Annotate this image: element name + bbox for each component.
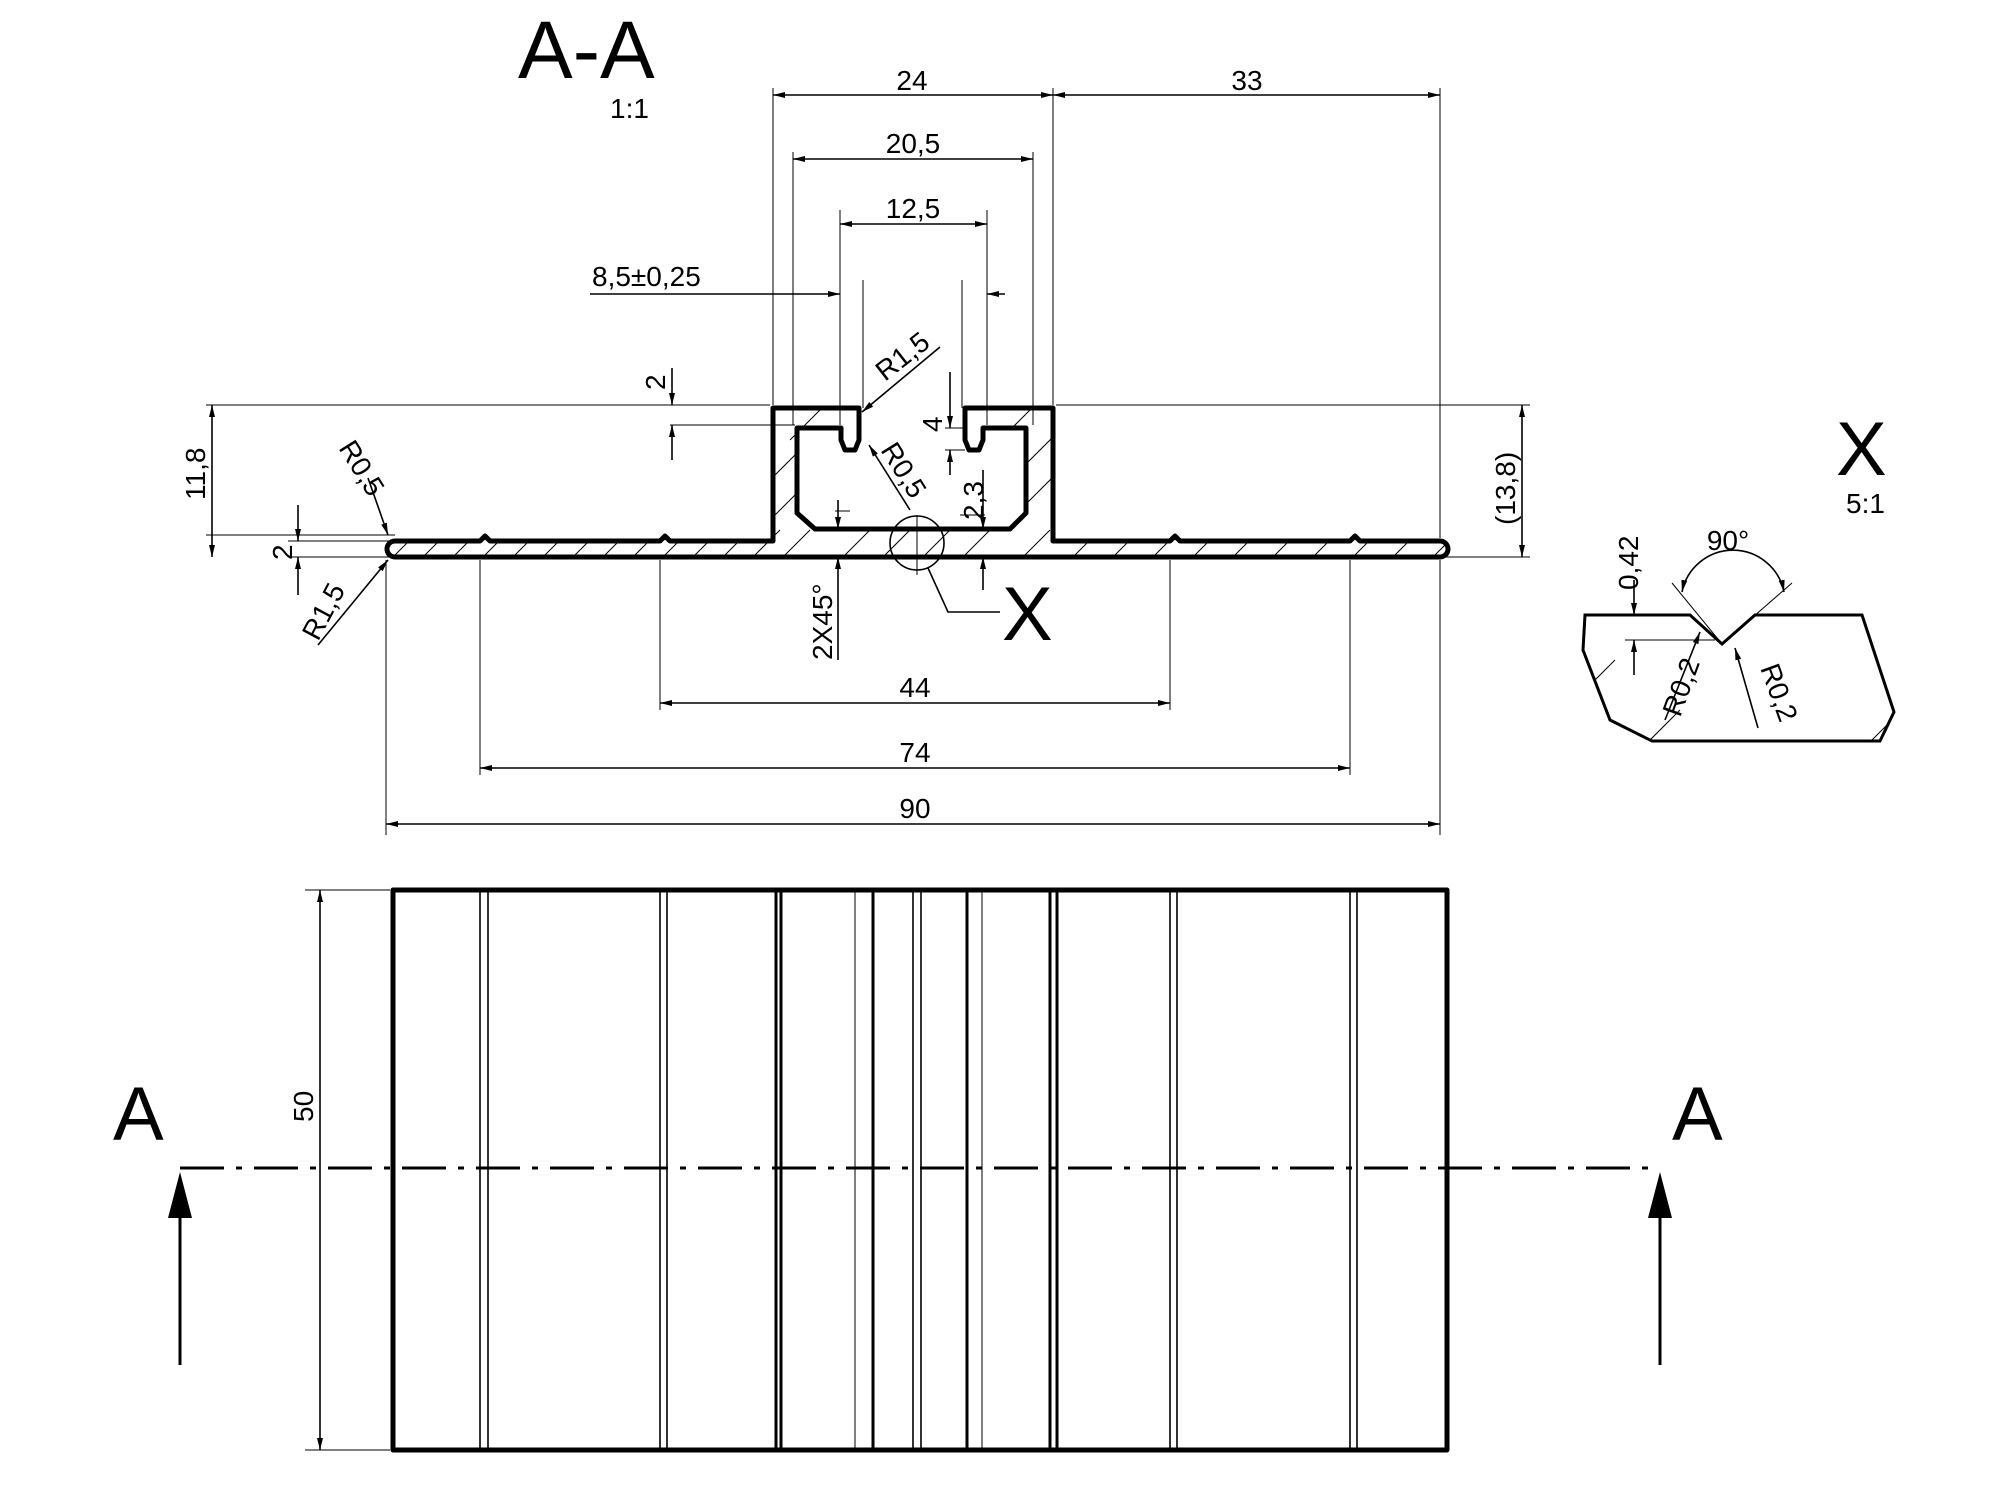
dim-44: 44 (899, 672, 930, 703)
dim-24: 24 (896, 65, 927, 96)
dim-50: 50 (288, 1091, 319, 1122)
detail-hatching (1583, 659, 1894, 741)
detail-radius-right: R0,2 (1754, 659, 1803, 725)
dim-11-8: 11,8 (180, 448, 211, 500)
detail-profile (1581, 613, 1896, 743)
detail-scale: 5:1 (1846, 488, 1885, 519)
dim-2-3: 2,3 (958, 481, 989, 520)
detail-title: X (1836, 407, 1887, 492)
section-profile (384, 405, 1451, 560)
plan-view: 50 A A (113, 887, 1723, 1453)
detail-leader (927, 567, 1000, 613)
dim-thickness-2: 2 (267, 544, 298, 560)
dim-90: 90 (899, 793, 930, 824)
detail-radius-left: R0,2 (1657, 654, 1706, 720)
detail-angle-arc (1681, 549, 1785, 593)
section-label-left: A (113, 1072, 164, 1157)
section-scale: 1:1 (610, 93, 649, 124)
detail-view: X 5:1 90° 0,42 R0,2 R0,2 (1581, 407, 1896, 743)
plan-groove-lines (479, 890, 1358, 1450)
section-arrow-right (1648, 1172, 1672, 1365)
dim-chamfer: 2X45° (807, 583, 838, 660)
dim-20-5: 20,5 (886, 128, 941, 159)
dim-r0-5-edge: R0,5 (333, 435, 391, 502)
dim-33: 33 (1231, 65, 1262, 96)
dim-8-5: 8,5±0,25 (592, 261, 701, 292)
dim-13-8: (13,8) (1490, 452, 1521, 525)
section-title: A-A (518, 5, 655, 96)
dim-lip-2: 2 (640, 374, 671, 390)
detail-depth: 0,42 (1613, 536, 1644, 591)
section-label-right: A (1672, 1072, 1723, 1157)
plan-outline (390, 887, 1450, 1453)
dimension-lines (209, 92, 1525, 827)
section-view: A-A 1:1 (180, 5, 1530, 835)
detail-callout: X (1002, 572, 1053, 657)
dim-12-5: 12,5 (886, 193, 941, 224)
dim-r1-5-edge: R1,5 (296, 578, 351, 645)
extension-lines (206, 88, 1530, 835)
dim-depth-4: 4 (917, 416, 948, 432)
section-arrow-left (168, 1172, 192, 1365)
detail-angle: 90° (1707, 525, 1749, 556)
dim-74: 74 (899, 737, 930, 768)
dim-r0-5-inner: R0,5 (875, 437, 933, 504)
